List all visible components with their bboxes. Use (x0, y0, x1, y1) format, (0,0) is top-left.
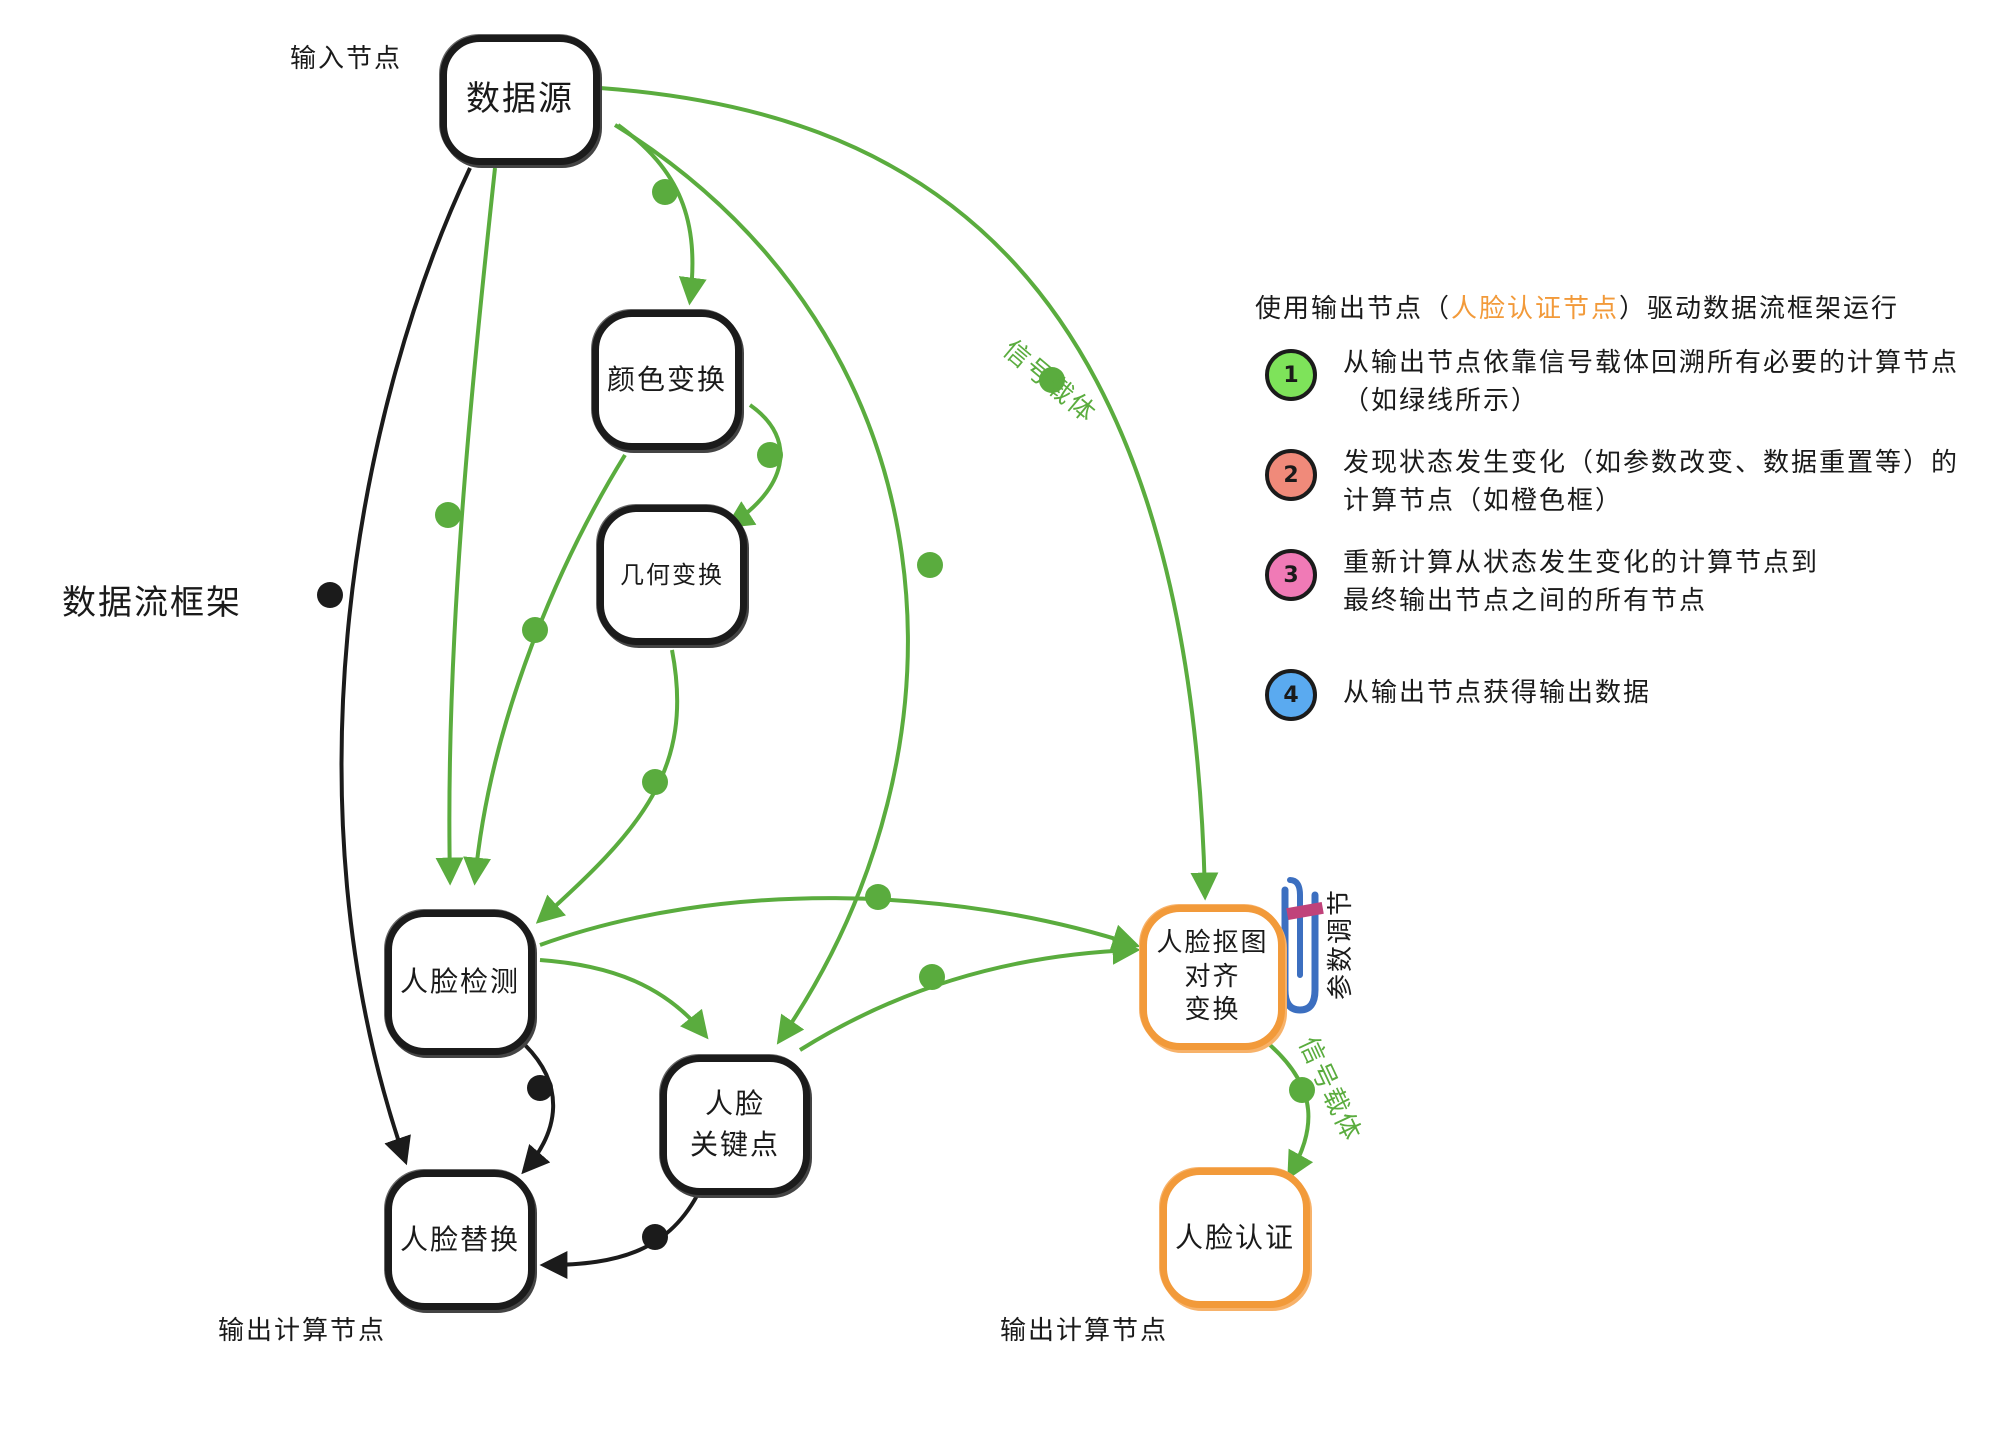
output-node-label-right: 输出计算节点 (1000, 1316, 1169, 1346)
node-geometry-transform: 几何变换 (597, 505, 747, 645)
node-color-transform: 颜色变换 (592, 310, 742, 450)
edge-dot (317, 582, 343, 608)
node-label: 几何变换 (620, 560, 724, 589)
legend-item-4: 4 从输出节点获得输出数据 (1265, 665, 1985, 721)
edge-dot (642, 769, 668, 795)
edge-source-to-faceswap (339, 167, 472, 1166)
node-label: 数据源 (466, 79, 574, 120)
edge-dot (865, 884, 891, 910)
edge-dot (1289, 1077, 1315, 1103)
diagram-shape (1287, 877, 1303, 978)
edge-dot (527, 1075, 553, 1101)
edge-keypoints-to-crop (798, 936, 1141, 1052)
step-badge-2: 2 (1265, 449, 1317, 501)
legend-text: 发现状态发生变化（如参数改变、数据重置等）的 计算节点（如橙色框） (1343, 448, 1960, 516)
legend-title-suffix: ）驱动数据流框架运行 (1619, 294, 1900, 324)
edge-dot (1039, 367, 1065, 393)
node-face-swap: 人脸替换 (385, 1170, 535, 1310)
edge-dot (652, 179, 678, 205)
node-face-keypoints: 人脸 关键点 (660, 1055, 810, 1195)
edge-detect-to-faceswap (521, 1043, 556, 1175)
node-data-source: 数据源 (440, 35, 600, 165)
edge-source-to-detect (435, 167, 497, 886)
node-label: 人脸替换 (399, 1222, 520, 1256)
node-label: 人脸 关键点 (689, 1087, 780, 1161)
node-label: 人脸认证 (1174, 1220, 1295, 1254)
legend-item-3: 3 重新计算从状态发生变化的计算节点到 最终输出节点之间的所有节点 (1265, 545, 1985, 620)
node-label: 人脸抠图 对齐 变换 (1156, 927, 1269, 1026)
edge-source-to-crop (599, 86, 1219, 901)
input-node-label: 输入节点 (290, 44, 403, 74)
edge-dot (917, 552, 943, 578)
paperclip-icon (1281, 877, 1324, 1014)
legend-title-prefix: 使用输出节点（ (1255, 294, 1452, 324)
diagram-shape (1286, 901, 1324, 921)
legend-item-2: 2 发现状态发生变化（如参数改变、数据重置等）的 计算节点（如橙色框） (1265, 445, 1985, 520)
step-number: 4 (1283, 682, 1299, 708)
node-face-detect: 人脸检测 (385, 910, 535, 1055)
step-number: 3 (1283, 562, 1299, 588)
edge-source-to-keypoints (613, 123, 910, 1045)
step-badge-1: 1 (1265, 349, 1317, 401)
edge-dot (919, 964, 945, 990)
diagram-shape (1281, 886, 1319, 1014)
node-label: 人脸检测 (399, 965, 520, 999)
output-node-label-left: 输出计算节点 (218, 1316, 387, 1346)
edge-dot (757, 442, 783, 468)
step-badge-3: 3 (1265, 549, 1317, 601)
edge-geometry-to-detect (535, 649, 680, 924)
step-number: 2 (1283, 462, 1299, 488)
edge-detect-to-crop (539, 896, 1141, 952)
node-label: 颜色变换 (606, 362, 727, 396)
edge-crop-to-auth (1268, 1043, 1314, 1180)
legend-text: 重新计算从状态发生变化的计算节点到 最终输出节点之间的所有节点 (1343, 548, 1820, 616)
legend-title-highlight: 人脸认证节点 (1451, 294, 1620, 324)
framework-side-label: 数据流框架 (62, 583, 242, 623)
edge-dot (642, 1224, 668, 1250)
edge-dot (435, 502, 461, 528)
step-number: 1 (1283, 362, 1299, 388)
node-face-auth: 人脸认证 (1160, 1168, 1310, 1308)
legend-text: 从输出节点依靠信号载体回溯所有必要的计算节点 （如绿线所示） (1343, 348, 1960, 416)
legend-title: 使用输出节点（人脸认证节点）驱动数据流框架运行 (1255, 288, 1899, 325)
edge-color-to-geometry (725, 403, 783, 529)
legend-item-1: 1 从输出节点依靠信号载体回溯所有必要的计算节点 （如绿线所示） (1265, 345, 1985, 420)
edge-color-to-detect (463, 453, 627, 886)
edge-keypoints-to-faceswap (539, 1189, 702, 1279)
legend-text: 从输出节点获得输出数据 (1343, 678, 1652, 708)
node-face-crop-align: 人脸抠图 对齐 变换 (1140, 905, 1285, 1050)
step-badge-4: 4 (1265, 669, 1317, 721)
edge-dot (522, 617, 548, 643)
edge-detect-to-keypoints (539, 958, 709, 1040)
param-adjust-label: 参数调节 (1326, 887, 1356, 1000)
